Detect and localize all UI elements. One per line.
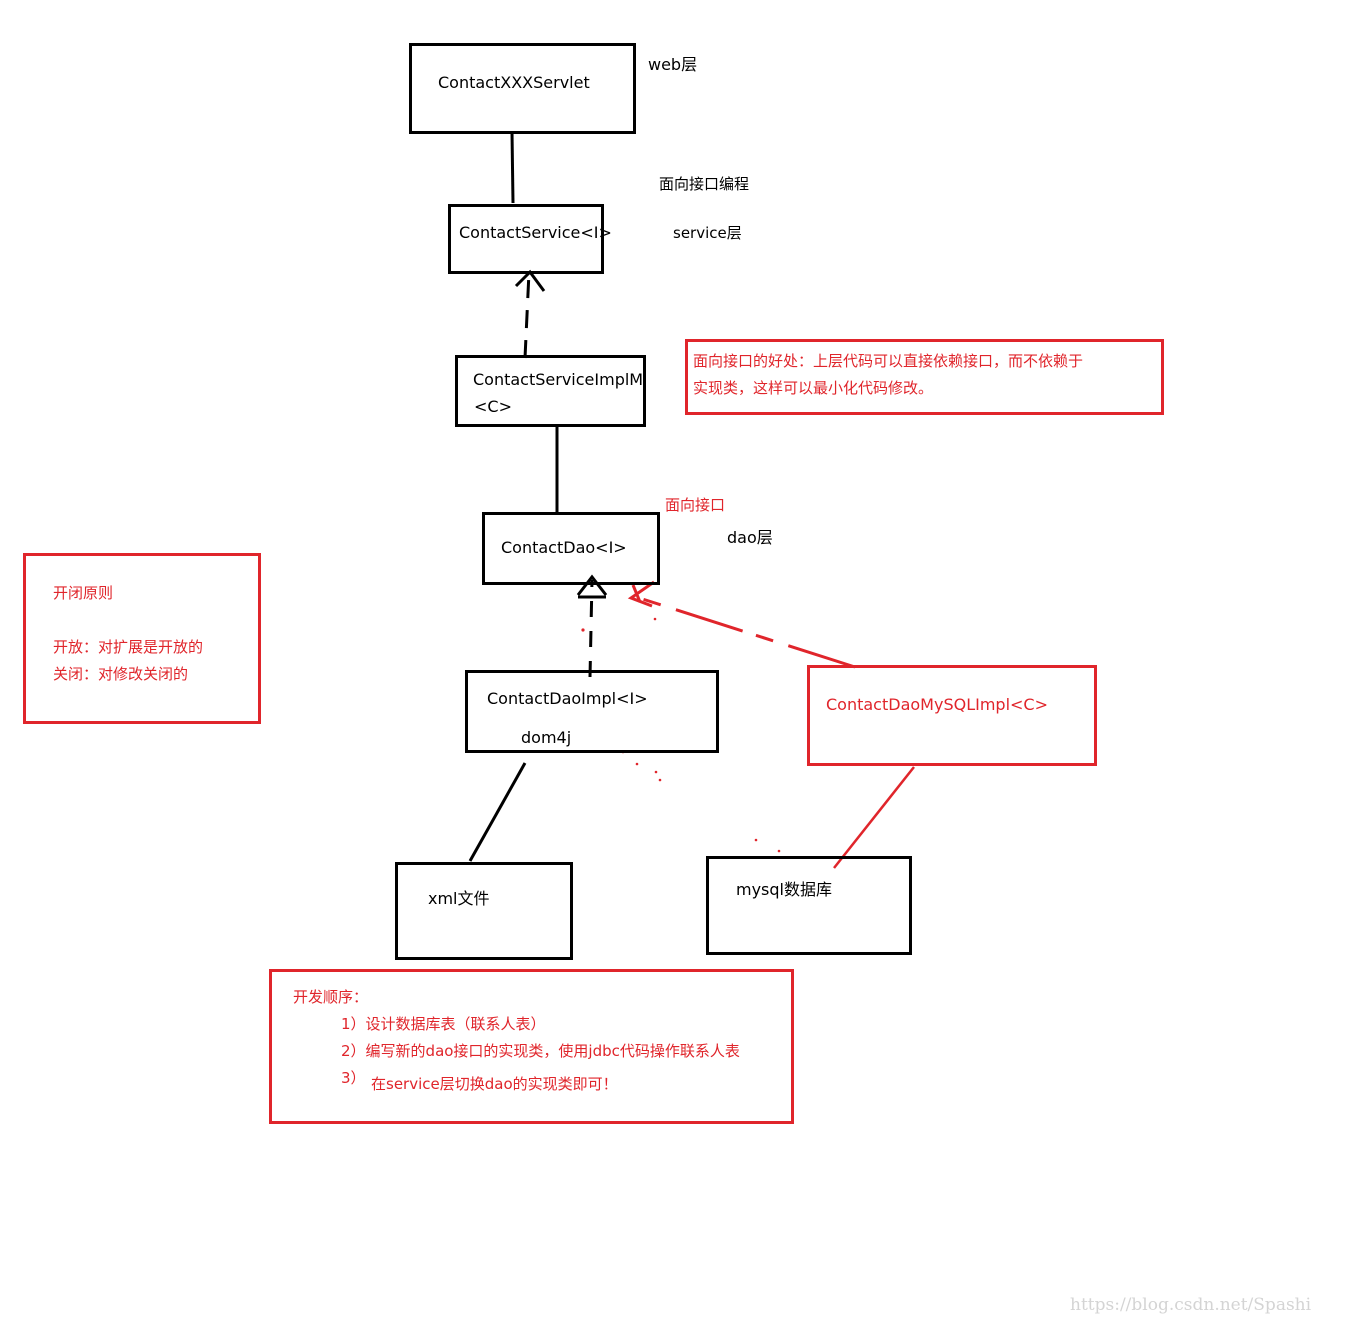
connector-daoimpl-dao — [588, 579, 594, 678]
dao-box — [482, 512, 660, 585]
benefit-note-box — [685, 339, 1164, 415]
dao-impl-label: ContactDaoImpl<I> — [487, 689, 648, 708]
ocp-note-box — [23, 553, 261, 724]
web-layer-label: web层 — [648, 55, 698, 74]
watermark: https://blog.csdn.net/Spashi — [1070, 1295, 1312, 1315]
mysql-db-label: mysql数据库 — [736, 880, 832, 899]
service-box — [448, 204, 604, 274]
connector-servlet-service — [510, 131, 515, 204]
faint-connector-dots — [621, 750, 781, 853]
servlet-label: ContactXXXServlet — [438, 73, 590, 92]
service-impl-label-line2: <C> — [474, 397, 512, 416]
servlet-box — [409, 43, 636, 134]
service-impl-box — [455, 355, 646, 427]
dev-order-step2: 2）编写新的dao接口的实现类，使用jdbc代码操作联系人表 — [341, 1042, 740, 1060]
xml-file-label: xml文件 — [428, 889, 490, 908]
connector-serviceimpl-service — [523, 271, 531, 359]
arrowhead-mysqlimpl — [627, 580, 655, 608]
ocp-close: 关闭：对修改关闭的 — [53, 665, 189, 683]
mysql-impl-box — [807, 665, 1097, 766]
connector-daoimpl-xml — [468, 762, 527, 862]
dev-order-step3-text: 在service层切换dao的实现类即可！ — [371, 1075, 618, 1093]
mysql-db-box — [706, 856, 912, 955]
mysql-impl-label: ContactDaoMySQLImpl<C> — [826, 695, 1048, 714]
benefit-note-line2: 实现类，这样可以最小化代码修改。 — [693, 379, 934, 397]
dao-layer-label: dao层 — [727, 528, 773, 547]
dev-order-title: 开发顺序： — [293, 988, 369, 1006]
xml-file-box — [395, 862, 573, 960]
dev-order-step3-number: 3） — [341, 1069, 366, 1087]
connector-mysqlimpl-mysqldb — [833, 766, 915, 869]
dao-label: ContactDao<I> — [501, 538, 627, 557]
ocp-open: 开放：对扩展是开放的 — [53, 638, 204, 656]
service-label: ContactService<I> — [459, 223, 612, 242]
interface-programming-label: 面向接口编程 — [659, 175, 750, 193]
dao-impl-sub-label: dom4j — [521, 728, 572, 747]
benefit-note-line1: 面向接口的好处：上层代码可以直接依赖接口，而不依赖于 — [693, 352, 1084, 370]
service-impl-label-line1: ContactServiceImplM — [473, 370, 644, 389]
dao-impl-box — [465, 670, 719, 753]
service-layer-label: service层 — [673, 224, 742, 242]
dev-order-step1: 1）设计数据库表（联系人表） — [341, 1015, 546, 1033]
interface-oriented-label: 面向接口 — [665, 496, 726, 514]
dev-order-box — [269, 969, 794, 1124]
connector-mysqlimpl-dao — [632, 594, 856, 669]
arrowhead-dao — [576, 574, 608, 599]
ocp-title: 开闭原则 — [53, 584, 114, 602]
